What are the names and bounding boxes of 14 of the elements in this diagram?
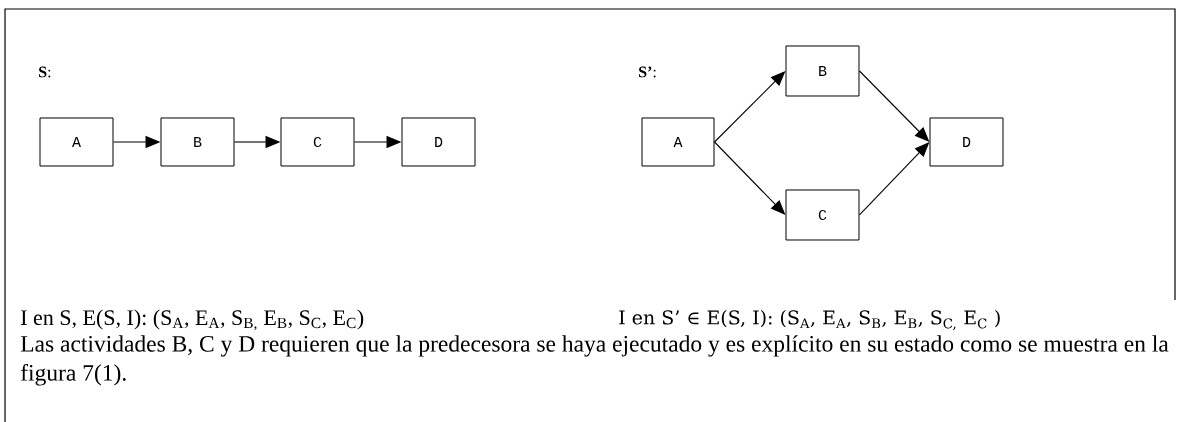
- activity-box: B: [785, 45, 860, 97]
- section-label: S’:: [639, 66, 656, 78]
- formula-text: I en S’ ∈ E(S, I): (S$_{A}$, E$_{A}$, S$_{B}$, E$_{B}$, S$_{C,}$ E$_{C}$ ): [619, 309, 1000, 331]
- formula-text: I en S, E(S, I): (S$_{A}$, E$_{A}$, S$_{B,}$ E$_{B}$, S$_{C}$, E$_{C}$): [21, 309, 364, 331]
- activity-box: A: [641, 117, 715, 167]
- activity-box: C: [280, 117, 355, 167]
- activity-box: A: [39, 117, 114, 167]
- section-label: S:: [39, 66, 51, 78]
- activity-box: D: [929, 117, 1004, 167]
- activity-box: D: [401, 117, 476, 167]
- activity-box: B: [160, 117, 235, 167]
- activity-box: C: [785, 189, 860, 241]
- arrow: [858, 142, 930, 216]
- caption-text: Las actividades B, C y D requieren que la predecesora se haya ejecutado y es explícito en su estado como se muestra en la figura 7(1).: [20, 335, 1169, 386]
